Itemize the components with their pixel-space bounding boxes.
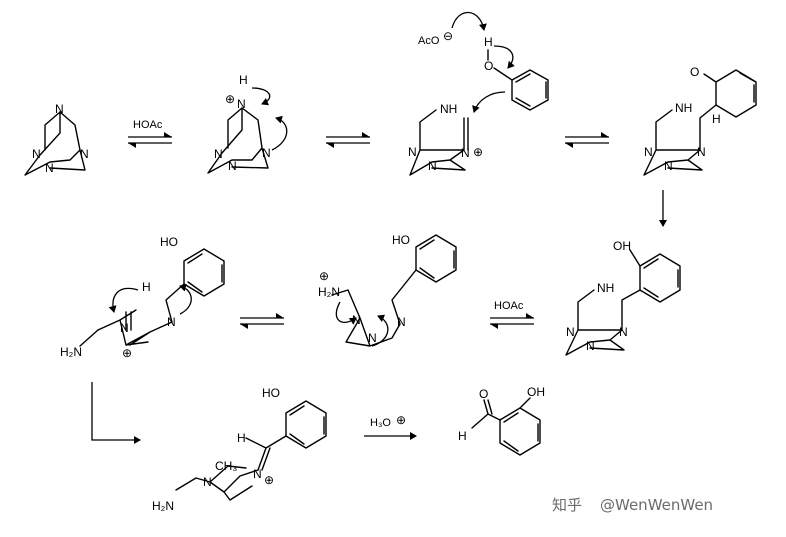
equilibrium-arrow-3 [565, 132, 609, 148]
plus-charge: ⊕ [396, 413, 406, 427]
atom-n: N [203, 475, 212, 489]
methyl-label: CH₃ [215, 459, 237, 473]
plus-charge: ⊕ [225, 92, 235, 106]
final-iminium: H₂N N CH₃ N ⊕ H HO [152, 386, 327, 513]
phenol-attacking: AcO ⊖ H O [418, 11, 549, 113]
atom-n: N [262, 146, 271, 160]
minus-charge: ⊖ [443, 29, 453, 43]
atom-oh: OH [527, 385, 545, 399]
acetate-label: AcO [418, 35, 440, 47]
plus-charge: ⊕ [473, 145, 483, 159]
atom-n: N [664, 159, 673, 173]
ring-opened-ammonium: H₂N ⊕ N N N HO [318, 233, 457, 347]
dienone-adduct: NH N N N O H [643, 65, 757, 176]
atom-ho: HO [392, 233, 410, 247]
atom-n: N [237, 97, 246, 111]
protonated-hexamine: N H ⊕ N N N [207, 73, 288, 174]
atom-nh: NH [440, 102, 457, 116]
atom-h: H [484, 35, 493, 49]
atom-n: N [32, 147, 41, 161]
atom-h2n: H₂N [60, 345, 82, 359]
hydride-shift-iminium: H₂N N ⊕ N H HO [60, 235, 225, 360]
atom-n: N [566, 325, 575, 339]
atom-n: N [214, 147, 223, 161]
plus-charge: ⊕ [264, 473, 274, 487]
hydrolysis-arrow: H₃O ⊕ [364, 413, 417, 440]
equilibrium-arrow-1: HOAc [128, 119, 172, 148]
atom-h2n: H₂N [318, 285, 340, 299]
atom-h2n: H₂N [152, 499, 174, 513]
atom-o: O [690, 65, 699, 79]
reagent-hoac: HOAc [133, 119, 163, 131]
plus-charge: ⊕ [122, 346, 132, 360]
atom-n: N [697, 145, 706, 159]
atom-ho: HO [160, 235, 178, 249]
atom-n: N [228, 159, 237, 173]
atom-n: N [408, 145, 417, 159]
benzyl-aminal: NH N N N OH [565, 239, 681, 356]
atom-n: N [253, 467, 262, 481]
watermark-platform: 知乎 [552, 496, 582, 514]
atom-n: N [167, 315, 176, 329]
forward-arrow-bent [91, 382, 141, 444]
watermark-author: @WenWenWen [600, 496, 713, 514]
plus-charge: ⊕ [319, 269, 329, 283]
atom-n: N [55, 102, 64, 116]
reagent-hoac: HOAc [494, 300, 524, 312]
atom-n: N [461, 146, 470, 160]
reagent-h3o: H₃O [370, 417, 391, 429]
salicylaldehyde-product: O H OH [458, 385, 545, 456]
equilibrium-arrow-4: HOAc [490, 300, 534, 329]
atom-n: N [428, 159, 437, 173]
atom-n: N [80, 147, 89, 161]
atom-nh: NH [597, 281, 614, 295]
atom-n: N [45, 161, 54, 175]
atom-n: N [644, 145, 653, 159]
equilibrium-arrow-2 [326, 132, 370, 148]
atom-o: O [484, 59, 493, 73]
iminium-intermediate: NH N N ⊕ N [408, 102, 483, 176]
atom-h: H [712, 112, 721, 126]
atom-n: N [619, 325, 628, 339]
atom-h: H [239, 73, 248, 87]
atom-n: N [586, 339, 595, 353]
atom-n: N [368, 331, 377, 345]
atom-ho: HO [262, 386, 280, 400]
watermark: 知乎 @WenWenWen [552, 496, 713, 514]
atom-n: N [120, 321, 129, 335]
atom-h: H [237, 431, 246, 445]
atom-h: H [142, 280, 151, 294]
hexamine-structure: N N N N [24, 102, 89, 176]
equilibrium-arrow-5 [240, 313, 284, 329]
atom-o: O [479, 387, 488, 401]
atom-oh: OH [613, 239, 631, 253]
atom-nh: NH [675, 101, 692, 115]
atom-n: N [397, 315, 406, 329]
atom-h: H [458, 429, 467, 443]
